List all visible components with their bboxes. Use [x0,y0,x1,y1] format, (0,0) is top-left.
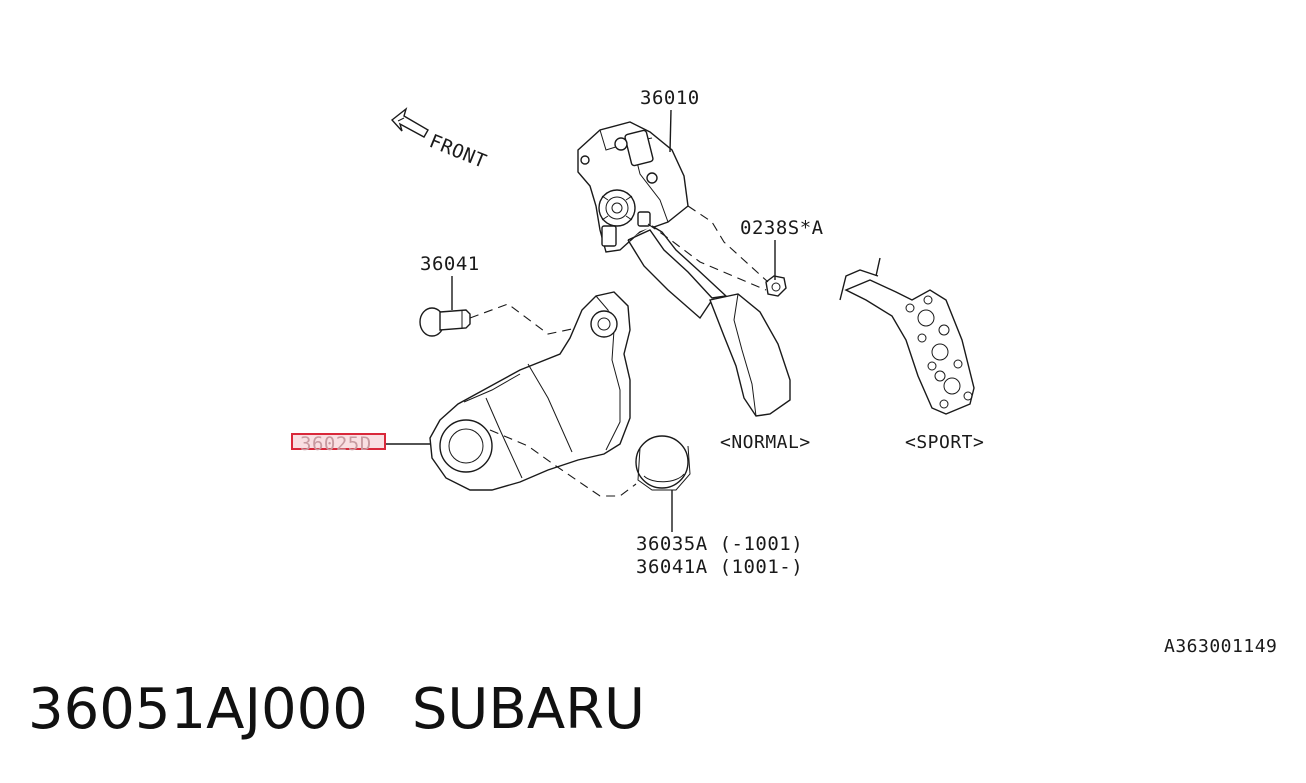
reference-code: A363001149 [1164,636,1277,657]
label-0238s[interactable]: 0238S*A [740,217,824,239]
label-36010[interactable]: 36010 [640,87,700,109]
pedal-sport [839,257,975,415]
bracket-36025d [429,291,631,491]
highlight-box-36025d [291,433,386,450]
brand-name: SUBARU [411,677,646,742]
label-36035a[interactable]: 36035A (-1001) [636,533,803,555]
part-number: 36051AJ000 [28,677,368,742]
label-36025d[interactable]: 36025D [300,433,372,455]
front-label: FRONT [426,130,490,173]
front-arrow-icon [390,107,429,138]
pin-36041 [419,307,471,337]
label-36041[interactable]: 36041 [420,253,480,275]
label-sport: <SPORT> [905,432,984,453]
bolt-dashed-line [687,205,769,283]
stopper-36035a [635,435,691,491]
label-36041a[interactable]: 36041A (1001-) [636,556,803,578]
bolt-0238s [765,275,787,297]
label-normal: <NORMAL> [720,432,811,453]
pedal-assembly-normal [577,121,791,417]
